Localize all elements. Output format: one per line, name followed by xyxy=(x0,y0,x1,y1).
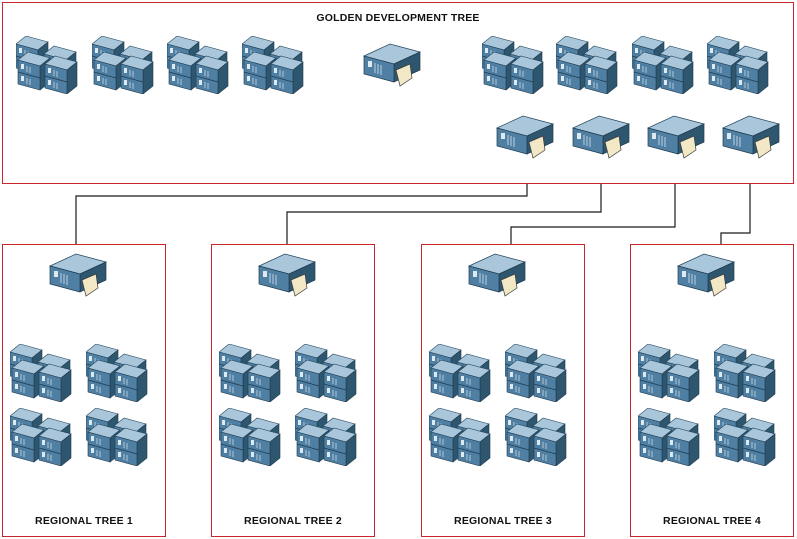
golden-development-tree-box: GOLDEN DEVELOPMENT TREE xyxy=(2,2,794,184)
rack-server-cluster-icon xyxy=(637,407,700,471)
rack-server-cluster-icon xyxy=(218,407,281,471)
rack-server-cluster-icon xyxy=(294,343,357,407)
rack-server-cluster-icon xyxy=(241,35,304,99)
tower-server-icon xyxy=(719,114,783,167)
rack-server-cluster-icon xyxy=(713,407,776,471)
rack-server-cluster-icon xyxy=(504,343,567,407)
tower-server-icon xyxy=(569,114,633,167)
tower-server-icon xyxy=(493,114,557,167)
tower-server-icon xyxy=(644,114,708,167)
rack-server-cluster-icon xyxy=(428,343,491,407)
rack-server-cluster-icon xyxy=(85,407,148,471)
tower-server-icon xyxy=(255,252,319,305)
rack-server-cluster-icon xyxy=(166,35,229,99)
rack-server-cluster-icon xyxy=(428,407,491,471)
regional-tree-2-label: REGIONAL TREE 2 xyxy=(244,515,342,527)
regional-tree-1-label: REGIONAL TREE 1 xyxy=(35,515,133,527)
rack-server-cluster-icon xyxy=(15,35,78,99)
connector-region-3 xyxy=(510,184,676,244)
rack-server-cluster-icon xyxy=(481,35,544,99)
rack-server-cluster-icon xyxy=(504,407,567,471)
rack-server-cluster-icon xyxy=(637,343,700,407)
regional-tree-4-label: REGIONAL TREE 4 xyxy=(663,515,761,527)
rack-server-cluster-icon xyxy=(9,407,72,471)
connector-region-4 xyxy=(720,184,751,244)
rack-server-cluster-icon xyxy=(91,35,154,99)
golden-tree-title: GOLDEN DEVELOPMENT TREE xyxy=(316,12,480,24)
tower-server-icon xyxy=(465,252,529,305)
connector-region-1 xyxy=(75,184,528,244)
rack-server-cluster-icon xyxy=(218,343,281,407)
rack-server-cluster-icon xyxy=(85,343,148,407)
rack-server-cluster-icon xyxy=(713,343,776,407)
rack-server-cluster-icon xyxy=(555,35,618,99)
tower-server-icon xyxy=(46,252,110,305)
rack-server-cluster-icon xyxy=(9,343,72,407)
regional-tree-3-label: REGIONAL TREE 3 xyxy=(454,515,552,527)
rack-server-cluster-icon xyxy=(631,35,694,99)
connector-region-2 xyxy=(286,184,602,244)
tower-server-icon xyxy=(360,42,424,95)
rack-server-cluster-icon xyxy=(294,407,357,471)
tower-server-icon xyxy=(674,252,738,305)
rack-server-cluster-icon xyxy=(706,35,769,99)
